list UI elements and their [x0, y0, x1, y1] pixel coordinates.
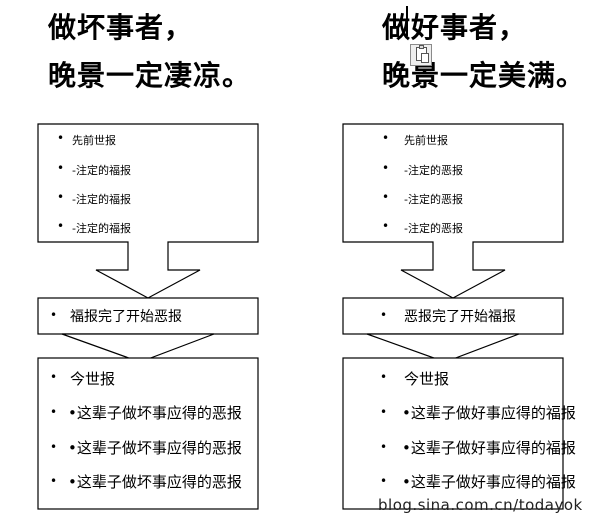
- left-box3-item-2: •这辈子做坏事应得的恶报: [68, 404, 242, 422]
- bullet-icon: •: [57, 219, 65, 233]
- left-heading-line2: 晚景一定凄凉。: [48, 59, 252, 92]
- left-bottom-box: [37, 357, 259, 510]
- watermark: blog.sina.com.cn/todayok: [378, 496, 583, 514]
- left-callout-top: [37, 123, 259, 299]
- paste-clipboard-icon[interactable]: [410, 44, 432, 66]
- right-box1-item-2: -注定的恶报: [404, 164, 463, 177]
- bullet-icon: •: [57, 161, 65, 175]
- right-bottom-box: [342, 357, 564, 510]
- bullet-icon: •: [382, 219, 390, 233]
- bullet-icon: •: [50, 474, 58, 488]
- right-box1-item-1: 先前世报: [404, 134, 448, 147]
- right-box3-item-3: •这辈子做好事应得的福报: [402, 439, 576, 457]
- bullet-icon: •: [50, 405, 58, 419]
- bullet-icon: •: [57, 190, 65, 204]
- right-box1-item-4: -注定的恶报: [404, 222, 463, 235]
- left-heading-line1: 做坏事者，: [48, 11, 194, 44]
- bullet-icon: •: [380, 370, 388, 384]
- right-box3-item-2: •这辈子做好事应得的福报: [402, 404, 576, 422]
- left-middle-box: [37, 297, 259, 335]
- left-box3-item-4: •这辈子做坏事应得的恶报: [68, 473, 242, 491]
- bullet-icon: •: [380, 405, 388, 419]
- bullet-icon: •: [380, 308, 388, 322]
- bullet-icon: •: [50, 440, 58, 454]
- right-box3-item-4: •这辈子做好事应得的福报: [402, 473, 576, 491]
- right-box2-text: 恶报完了开始福报: [404, 309, 516, 325]
- bullet-icon: •: [50, 308, 58, 322]
- left-box3-item-1: 今世报: [70, 370, 116, 388]
- bullet-icon: •: [382, 190, 390, 204]
- bullet-icon: •: [382, 161, 390, 175]
- left-box3-item-3: •这辈子做坏事应得的恶报: [68, 439, 242, 457]
- left-connector-arrow: [61, 333, 215, 363]
- left-box1-item-4: -注定的福报: [72, 222, 131, 235]
- right-box1-item-3: -注定的恶报: [404, 193, 463, 206]
- text-cursor: [406, 6, 408, 36]
- bullet-icon: •: [57, 131, 65, 145]
- bullet-icon: •: [380, 440, 388, 454]
- bullet-icon: •: [380, 474, 388, 488]
- bullet-icon: •: [50, 370, 58, 384]
- right-callout-top: [342, 123, 564, 299]
- right-connector-arrow: [366, 333, 520, 363]
- right-middle-box: [342, 297, 564, 335]
- left-box1-item-2: -注定的福报: [72, 164, 131, 177]
- left-box1-item-3: -注定的福报: [72, 193, 131, 206]
- left-box2-text: 福报完了开始恶报: [70, 309, 182, 325]
- left-box1-item-1: 先前世报: [72, 134, 116, 147]
- right-box3-item-1: 今世报: [404, 370, 450, 388]
- bullet-icon: •: [382, 131, 390, 145]
